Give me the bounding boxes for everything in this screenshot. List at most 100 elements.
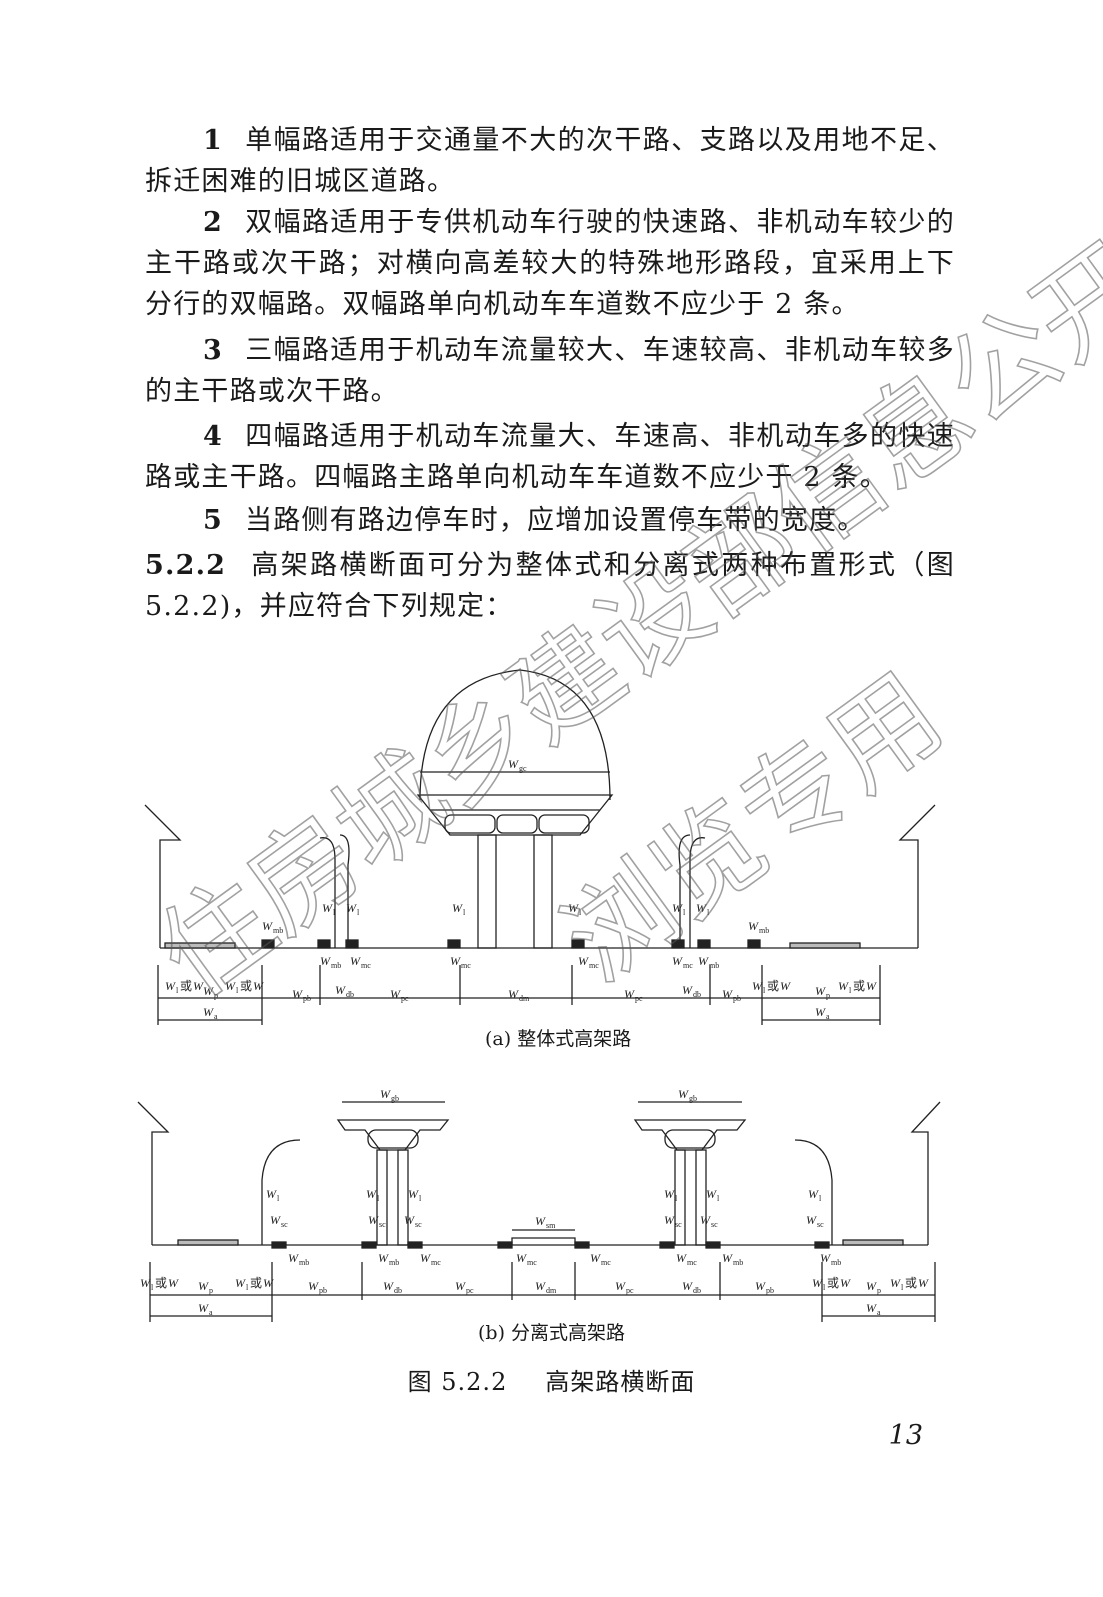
svg-text:W: W [838, 979, 849, 993]
svg-text:W: W [815, 984, 826, 998]
svg-text:或: 或 [155, 1276, 167, 1290]
svg-text:或: 或 [905, 1276, 917, 1290]
svg-text:W: W [450, 954, 461, 968]
svg-text:W: W [535, 1279, 546, 1293]
svg-text:W: W [378, 1251, 389, 1265]
svg-text:l: l [675, 1194, 678, 1203]
svg-text:W: W [590, 1251, 601, 1265]
svg-text:sc: sc [415, 1220, 422, 1229]
svg-text:W: W [780, 979, 791, 993]
svg-text:W: W [383, 1279, 394, 1293]
svg-text:W: W [262, 919, 273, 933]
svg-text:W: W [664, 1213, 675, 1227]
svg-text:W: W [322, 901, 333, 915]
svg-text:l: l [419, 1194, 422, 1203]
svg-text:W: W [193, 979, 204, 993]
svg-text:W: W [535, 1214, 546, 1228]
svg-text:W: W [203, 1005, 214, 1019]
svg-text:W: W [198, 1279, 209, 1293]
svg-text:W: W [722, 1251, 733, 1265]
svg-text:gb: gb [391, 1094, 399, 1103]
svg-text:sc: sc [711, 1220, 718, 1229]
svg-text:mc: mc [461, 961, 471, 970]
svg-text:W: W [664, 1187, 675, 1201]
svg-text:W: W [815, 1005, 826, 1019]
svg-text:W: W [722, 987, 733, 1001]
clause-number: 5.2.2 [145, 550, 227, 581]
svg-text:p: p [877, 1286, 881, 1295]
svg-text:W: W [698, 954, 709, 968]
svg-text:l: l [151, 1283, 154, 1292]
svg-text:mb: mb [733, 1258, 743, 1267]
svg-text:W: W [270, 1213, 281, 1227]
svg-text:W: W [165, 979, 176, 993]
svg-text:mb: mb [831, 1258, 841, 1267]
figure-b-caption: (b) 分离式高架路 [478, 1322, 626, 1344]
svg-text:W: W [748, 919, 759, 933]
svg-text:W: W [840, 1276, 851, 1290]
svg-text:W: W [203, 984, 214, 998]
svg-text:db: db [394, 1286, 402, 1295]
svg-text:mc: mc [683, 961, 693, 970]
svg-text:W: W [225, 979, 236, 993]
svg-text:W: W [508, 757, 519, 771]
svg-text:W: W [678, 1087, 689, 1101]
svg-text:sc: sc [281, 1220, 288, 1229]
svg-text:或: 或 [827, 1276, 839, 1290]
svg-text:mb: mb [331, 961, 341, 970]
svg-text:W: W [672, 954, 683, 968]
svg-text:mc: mc [527, 1258, 537, 1267]
svg-text:mc: mc [431, 1258, 441, 1267]
svg-text:pc: pc [626, 1286, 634, 1295]
svg-text:W: W [672, 901, 683, 915]
item-number: 3 [203, 335, 223, 366]
svg-text:sc: sc [675, 1220, 682, 1229]
figure-a-drawing [144, 669, 936, 1025]
svg-text:gb: gb [689, 1094, 697, 1103]
svg-text:W: W [368, 1213, 379, 1227]
item-number: 2 [203, 207, 223, 238]
svg-text:W: W [866, 979, 877, 993]
svg-text:或: 或 [250, 1276, 262, 1290]
svg-text:W: W [806, 1213, 817, 1227]
svg-text:mc: mc [601, 1258, 611, 1267]
svg-text:W: W [866, 1301, 877, 1315]
svg-text:mb: mb [709, 961, 719, 970]
svg-text:W: W [700, 1213, 711, 1227]
item-number: 1 [203, 125, 223, 156]
svg-text:W: W [198, 1301, 209, 1315]
svg-text:W: W [408, 1187, 419, 1201]
svg-text:W: W [235, 1276, 246, 1290]
item-number: 4 [203, 421, 223, 452]
svg-text:W: W [366, 1187, 377, 1201]
svg-text:W: W [578, 954, 589, 968]
svg-text:pc: pc [401, 994, 409, 1003]
svg-text:W: W [890, 1276, 901, 1290]
svg-text:或: 或 [853, 979, 865, 993]
figure-title-text: 高架路横断面 [545, 1368, 696, 1396]
svg-text:W: W [516, 1251, 527, 1265]
svg-text:a: a [209, 1308, 213, 1317]
svg-text:W: W [335, 983, 346, 997]
svg-text:dm: dm [519, 994, 530, 1003]
svg-text:W: W [568, 901, 579, 915]
svg-text:W: W [682, 983, 693, 997]
page-number: 13 [888, 1420, 923, 1451]
svg-text:p: p [214, 991, 218, 1000]
svg-text:pb: pb [319, 1286, 327, 1295]
svg-text:sc: sc [379, 1220, 386, 1229]
svg-text:W: W [812, 1276, 823, 1290]
item-text: 双幅路适用于专供机动车行驶的快速路、非机动车较少的主干路或次干路；对横向高差较大… [145, 207, 955, 320]
svg-text:W: W [682, 1279, 693, 1293]
svg-text:W: W [253, 979, 264, 993]
svg-text:l: l [901, 1283, 904, 1292]
item-text: 四幅路适用于机动车流量大、车速高、非机动车多的快速路或主干路。四幅路主路单向机动… [145, 421, 955, 493]
